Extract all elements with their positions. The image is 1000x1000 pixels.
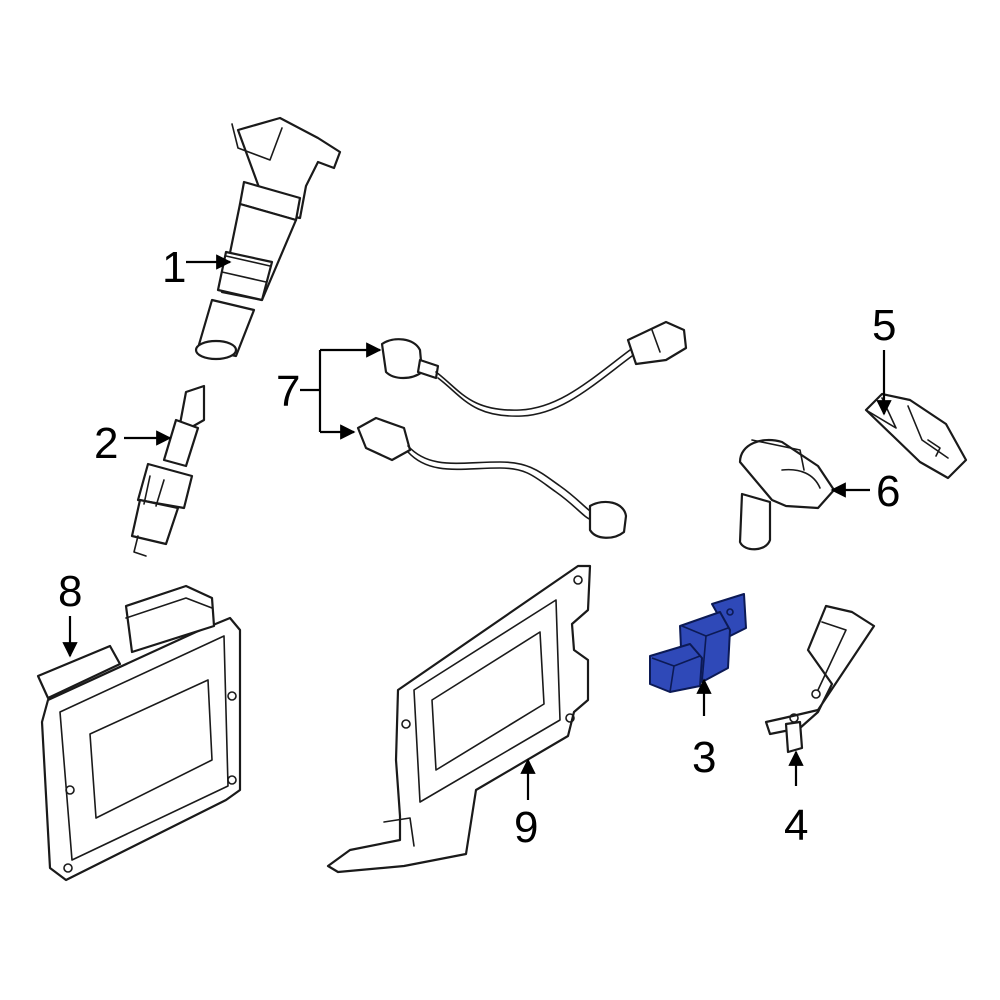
leader-lines (62, 254, 892, 800)
sensor-icon (864, 392, 968, 480)
camshaft-sensor-icon (738, 438, 836, 551)
ecm-module-icon (36, 584, 242, 882)
callout-5: 5 (872, 301, 896, 350)
knock-sensor-icon (356, 320, 688, 539)
callout-1: 1 (162, 243, 186, 292)
callout-3: 3 (692, 733, 716, 782)
ignition-coil-icon (194, 116, 342, 361)
callout-7: 7 (276, 367, 300, 416)
sensor-highlighted-icon (649, 593, 747, 693)
callout-4: 4 (784, 801, 808, 850)
spark-plug-icon (130, 384, 206, 557)
callout-6: 6 (876, 467, 900, 516)
callout-2: 2 (94, 419, 118, 468)
bracket-icon (764, 604, 876, 754)
callout-9: 9 (514, 803, 538, 852)
ecm-bracket-icon (326, 564, 592, 874)
callout-8: 8 (58, 567, 82, 616)
